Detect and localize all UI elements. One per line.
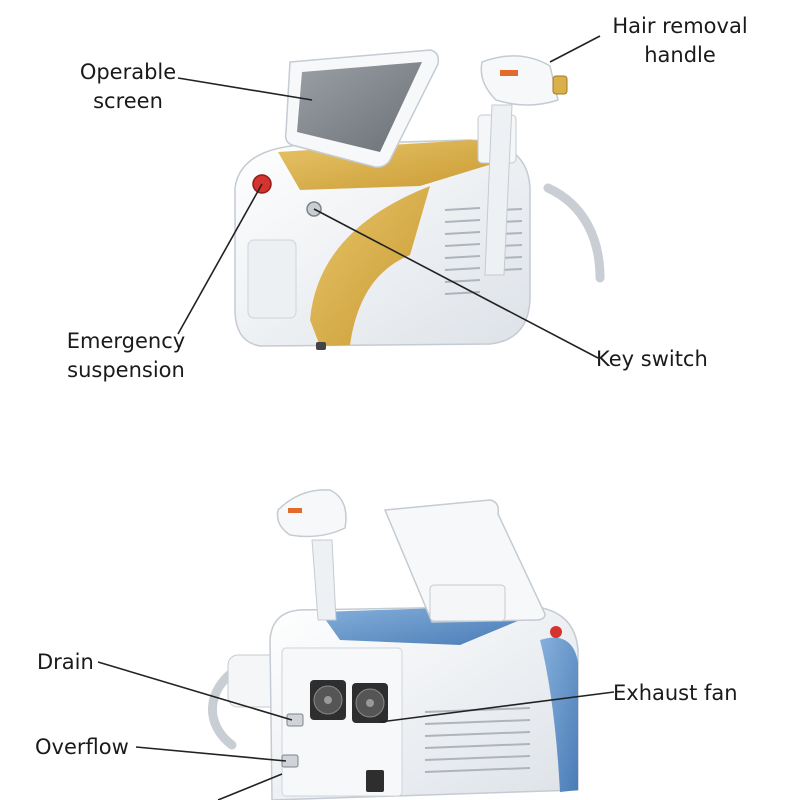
leader-extra — [217, 773, 283, 800]
handle-tip — [552, 75, 568, 95]
hair-removal-handle-label-line1: Hair removal — [612, 14, 748, 38]
exhaust-fan-label: Exhaust fan — [613, 681, 738, 705]
hair-removal-handle-label: Hair removal handle — [596, 12, 764, 70]
rear-emergency-button — [550, 626, 562, 638]
emergency-suspension-label: Emergency suspension — [50, 327, 202, 385]
handle-badge — [500, 70, 518, 76]
operable-screen-label: Operable screen — [62, 58, 194, 116]
rear-handle — [311, 539, 337, 621]
leader-exhaust-fan — [379, 691, 615, 723]
power-socket — [366, 770, 384, 792]
handle-head — [480, 55, 559, 106]
drain-label: Drain — [37, 650, 94, 674]
gold-side-panel — [310, 186, 430, 346]
rear-blue-side — [540, 637, 578, 792]
rear-handle-head — [276, 489, 347, 538]
leader-drain — [97, 661, 293, 721]
exhaust-fans — [310, 680, 388, 723]
screen-display — [297, 62, 422, 152]
device-rear-view — [207, 489, 579, 800]
leader-hair-removal-handle — [549, 35, 601, 63]
device-front-view — [234, 49, 605, 350]
leader-emergency-suspension — [177, 183, 263, 335]
emergency-suspension-label-line1: Emergency — [66, 329, 186, 353]
key-switch-label: Key switch — [596, 347, 708, 371]
hair-removal-handle — [484, 104, 513, 276]
operable-screen-label-line2: screen — [93, 89, 163, 113]
overflow-label: Overflow — [35, 735, 129, 759]
device-foot — [316, 342, 326, 350]
leader-key-switch — [313, 208, 599, 359]
operable-screen-label-line1: Operable — [79, 60, 177, 84]
drain-port — [286, 713, 304, 727]
leader-operable-screen — [177, 77, 313, 101]
front-panel — [247, 239, 297, 319]
emergency-suspension-label-line2: suspension — [67, 358, 185, 382]
leader-lines — [97, 35, 615, 800]
leader-overflow — [135, 746, 287, 762]
rear-handle-badge — [288, 508, 302, 513]
rear-screen-hinge — [429, 584, 506, 622]
handle-cable — [543, 183, 605, 283]
hair-removal-handle-label-line2: handle — [644, 43, 716, 67]
